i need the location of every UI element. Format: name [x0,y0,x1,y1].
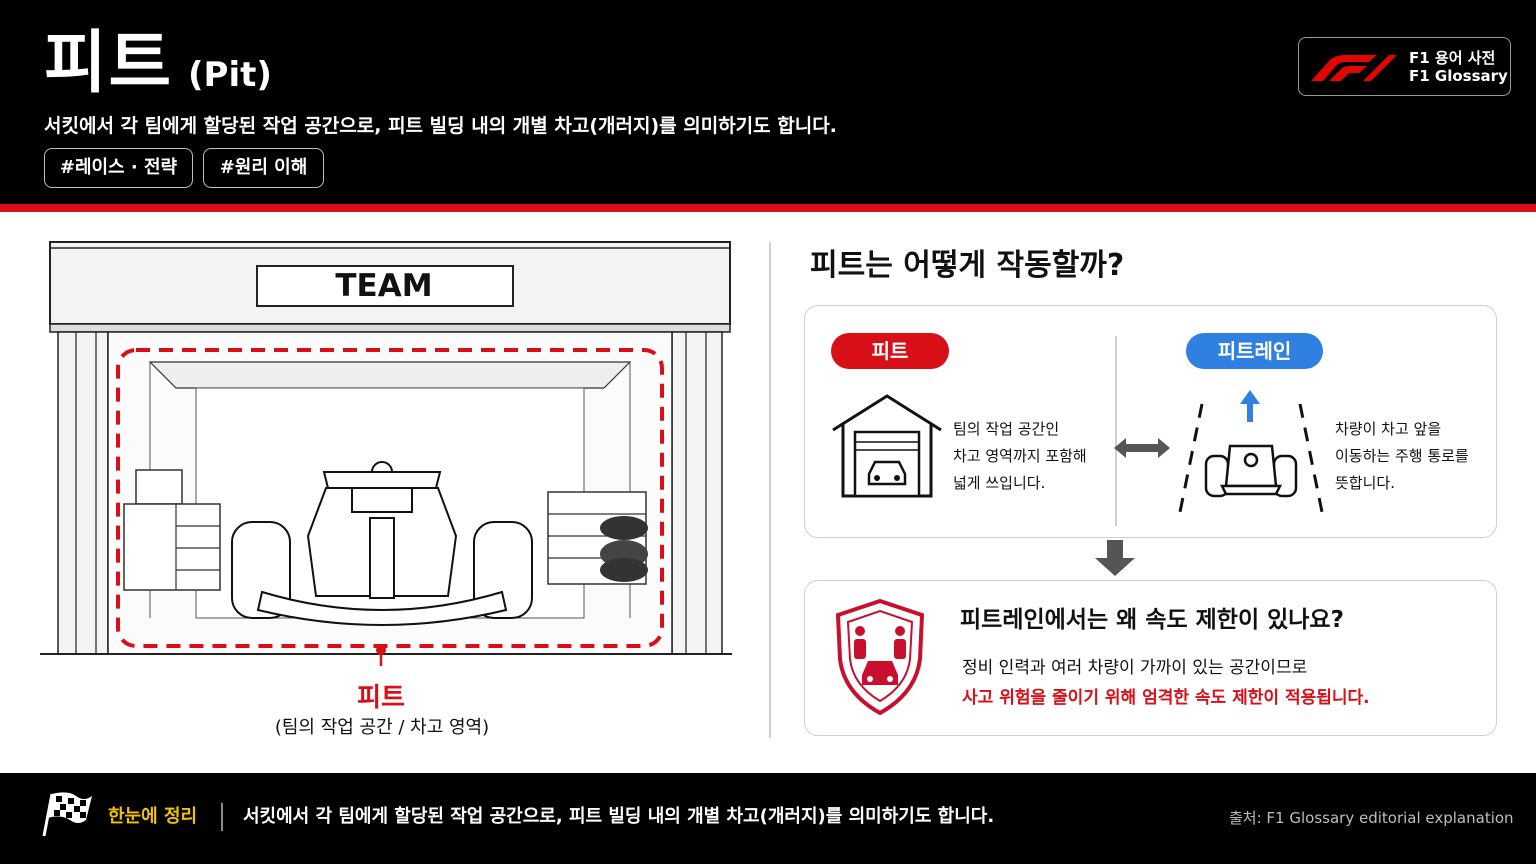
pitlane-desc-line-1: 차량이 차고 앞을 [1335,420,1442,438]
shield-icon [835,598,925,716]
pitlane-description: 차량이 차고 앞을 이동하는 주행 통로를 뜻합니다. [1335,416,1485,497]
brand-badge: F1 용어 사전 F1 Glossary [1298,37,1511,96]
brand-line-1: F1 용어 사전 [1409,49,1496,67]
pit-label: 피트 [357,683,405,713]
f1-logo-icon [1311,55,1397,81]
down-arrow-icon [1095,540,1135,576]
pit-desc-line-3: 넓게 쓰입니다. [953,474,1046,492]
pit-desc-line-1: 팀의 작업 공간인 [953,420,1060,438]
page-title-english: (Pit) [188,55,272,95]
pitlane-car-icon [1178,390,1324,513]
header-accent-bar [0,204,1536,212]
card-divider [1115,336,1117,526]
pit-description: 팀의 작업 공간인 차고 영역까지 포함해 넓게 쓰입니다. [953,416,1103,497]
up-arrow-icon [1240,390,1260,422]
f1-car-drawing [231,461,533,626]
tag-race-strategy[interactable]: #레이스 · 전략 [44,148,193,188]
pitlane-desc-line-2: 이동하는 주행 통로를 [1335,447,1469,465]
footer-source: 출처: F1 Glossary editorial explanation [1229,809,1514,827]
tag-principle[interactable]: #원리 이해 [203,148,324,188]
brand-line-2: F1 Glossary [1409,67,1508,85]
footer [0,773,1536,864]
how-it-works-title: 피트는 어떻게 작동할까? [810,248,1125,283]
speed-limit-reason: 정비 인력과 여러 차량이 가까이 있는 공간이므로 [962,658,1308,678]
double-arrow-icon [1114,438,1170,458]
speed-limit-card [804,580,1497,736]
speed-limit-title: 피트레인에서는 왜 속도 제한이 있나요? [960,607,1344,633]
footer-summary-text: 서킷에서 각 팀에게 할당된 작업 공간으로, 피트 빌딩 내의 개별 차고(개… [243,806,995,827]
speed-limit-emphasis: 사고 위험을 줄이기 위해 엄격한 속도 제한이 적용됩니다. [962,688,1370,708]
pit-zone-outline [116,348,664,648]
page-title: 피트 [44,24,174,103]
header [0,0,1536,204]
team-sign [256,265,514,307]
team-sign-text: TEAM [335,268,433,304]
pitlane-desc-line-3: 뜻합니다. [1335,474,1395,492]
pit-sublabel: (팀의 작업 공간 / 차고 영역) [274,717,490,738]
page-description: 서킷에서 각 팀에게 할당된 작업 공간으로, 피트 빌딩 내의 개별 차고(개… [44,115,837,137]
footer-separator [221,803,223,831]
garage-icon [832,394,942,498]
checkered-flag-icon [42,792,92,837]
pitlane-pill: 피트레인 [1186,333,1323,369]
pit-pill: 피트 [831,333,949,369]
pit-desc-line-2: 차고 영역까지 포함해 [953,447,1087,465]
footer-summary-label: 한눈에 정리 [108,806,198,827]
pit-vs-pitlane-card [804,305,1497,538]
vertical-divider [769,242,771,738]
garage-illustration [40,241,732,666]
